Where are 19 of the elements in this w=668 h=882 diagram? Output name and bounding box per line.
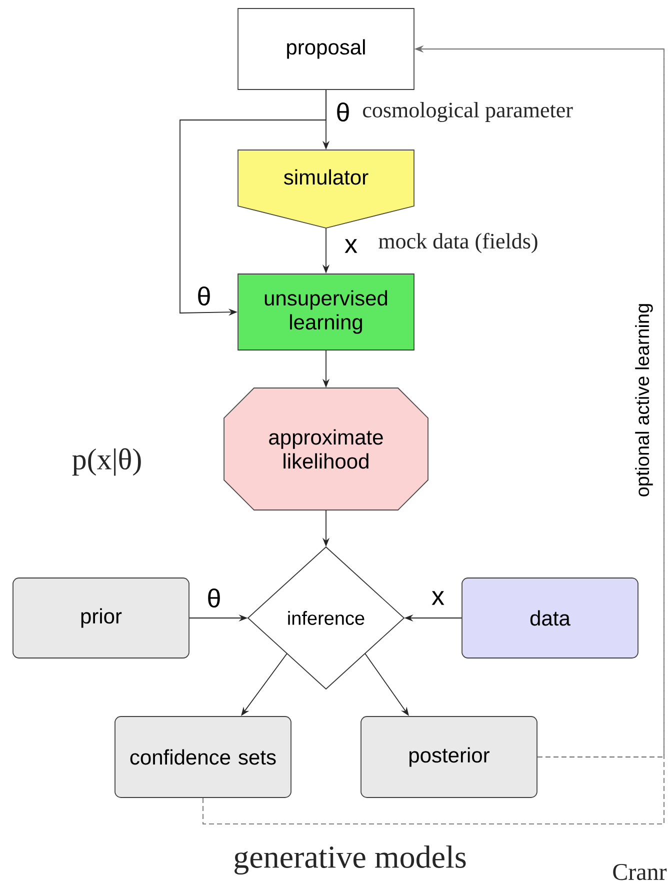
edge-label: θ <box>334 101 352 123</box>
text-label: Cranr <box>613 864 667 880</box>
text-label: cosmological parameter <box>363 102 573 122</box>
edge-label: x <box>430 590 446 606</box>
process-octagon: approximate likelihood <box>224 388 428 510</box>
text-label: generative models <box>234 845 466 875</box>
process-box: proposal <box>238 8 414 90</box>
process-box: unsupervised learning <box>238 274 414 350</box>
text-label: mock data (fields) <box>378 232 538 254</box>
edge-label: optional active learning <box>634 302 654 498</box>
edge-label: θ <box>196 285 212 307</box>
input-box: prior <box>12 578 190 658</box>
process-pentagon: simulator <box>238 150 414 228</box>
output-box: posterior <box>360 716 538 798</box>
edge-label: θ <box>206 587 222 609</box>
edge-label: x <box>344 238 358 254</box>
text-label: p(x|θ) <box>72 448 141 476</box>
input-box: data <box>462 578 638 658</box>
output-box: confidence sets <box>114 716 292 798</box>
